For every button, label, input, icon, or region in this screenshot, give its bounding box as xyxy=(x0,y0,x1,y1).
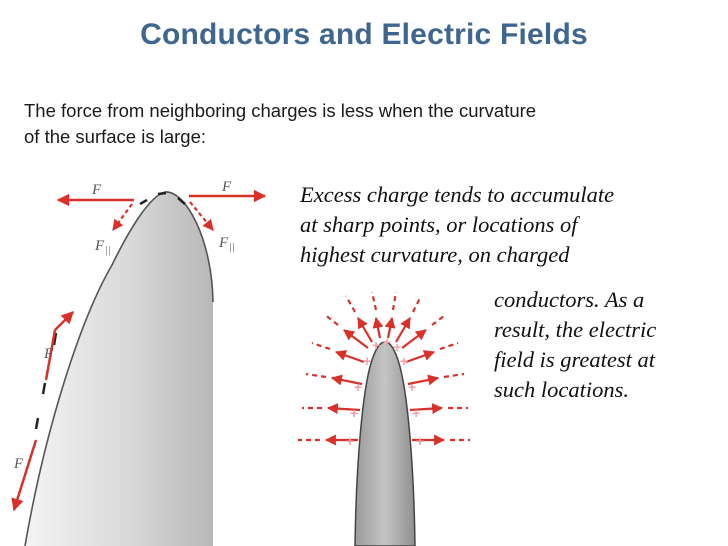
plus-sign: + xyxy=(412,405,420,421)
spike-conductor xyxy=(355,342,415,546)
plus-sign: + xyxy=(350,405,358,421)
spike-body xyxy=(355,342,415,546)
label-f-left: F xyxy=(91,182,102,198)
plus-sign: + xyxy=(346,433,354,449)
curved-conductor xyxy=(25,192,213,546)
plus-sign: + xyxy=(400,353,408,369)
plus-sign: + xyxy=(363,353,371,369)
plus-sign: + xyxy=(416,433,424,449)
plus-sign: + xyxy=(408,379,416,395)
label-fpar-right: F xyxy=(218,235,229,251)
label-fpar-left-sub: || xyxy=(105,245,111,256)
label-fpar-left: F xyxy=(94,238,105,254)
plus-sign: + xyxy=(383,334,391,350)
plus-sign: + xyxy=(372,337,380,353)
plus-sign: + xyxy=(354,379,362,395)
label-fpar-right-sub: || xyxy=(229,242,235,253)
label-f-right: F xyxy=(221,179,232,195)
label-f-side-upper: F xyxy=(43,346,54,362)
conductor-body xyxy=(25,192,213,546)
label-f-side-lower: F xyxy=(13,456,24,472)
